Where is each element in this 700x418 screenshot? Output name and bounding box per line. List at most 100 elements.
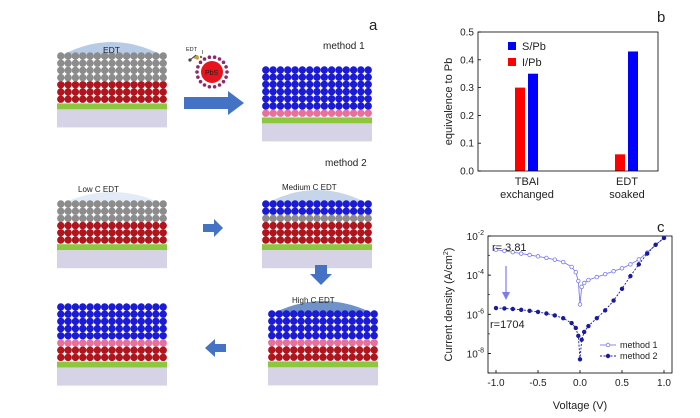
series-point-2 bbox=[569, 320, 574, 326]
pbs-quantum-dot: PbS bbox=[195, 55, 229, 89]
series-point-1 bbox=[619, 266, 625, 271]
series-point-2 bbox=[544, 311, 549, 316]
x-tick-label: 0.0 bbox=[573, 378, 587, 389]
substrate-green-layer bbox=[262, 244, 372, 251]
x-tick-label: -1.0 bbox=[487, 378, 505, 389]
series-point-2 bbox=[527, 308, 532, 313]
y-tick-label: 10-6 bbox=[467, 308, 484, 321]
series-point-2 bbox=[573, 325, 578, 331]
bar-s-pb bbox=[628, 51, 638, 171]
series-point-2 bbox=[519, 307, 524, 312]
substrate-green-layer bbox=[57, 103, 167, 110]
legend-label: method 2 bbox=[620, 351, 658, 361]
panel-label-a: a bbox=[369, 17, 378, 34]
substrate-glass bbox=[268, 367, 378, 386]
series-point-1 bbox=[502, 248, 507, 254]
substrate-green-layer bbox=[57, 244, 167, 251]
x-tick-label: 0.5 bbox=[615, 378, 629, 389]
y-tick-label: 0.5 bbox=[460, 28, 474, 39]
arrow-right-method1 bbox=[184, 91, 244, 115]
legend-label: S/Pb bbox=[522, 41, 546, 53]
method2-title: method 2 bbox=[325, 158, 367, 169]
series-point-2 bbox=[576, 333, 581, 339]
series-point-1 bbox=[594, 274, 599, 280]
series-point-2 bbox=[586, 323, 591, 329]
series-point-2 bbox=[653, 242, 658, 248]
series-point-1 bbox=[569, 264, 574, 270]
series-point-2 bbox=[603, 308, 608, 313]
x-tick-label: 1.0 bbox=[657, 378, 671, 389]
series-point-1 bbox=[544, 255, 549, 261]
series-point-1 bbox=[579, 284, 584, 290]
film-stack-initial bbox=[57, 42, 167, 128]
series-point-2 bbox=[493, 305, 499, 311]
substrate-green-layer bbox=[268, 361, 378, 368]
panel-label-c: c bbox=[657, 219, 665, 236]
substrate-glass bbox=[57, 250, 167, 269]
bar-i-pb bbox=[515, 87, 525, 171]
bar-i-pb bbox=[615, 154, 625, 171]
substrate-green-layer bbox=[57, 361, 167, 368]
series-point-1 bbox=[535, 254, 541, 259]
series-point-2 bbox=[636, 262, 641, 267]
y-tick-label: 0.3 bbox=[460, 83, 474, 94]
series-point-2 bbox=[535, 309, 541, 315]
film-stack-medium-c bbox=[262, 190, 372, 269]
substrate-glass bbox=[262, 250, 372, 269]
panel-label-b: b bbox=[657, 9, 665, 26]
series-point-1 bbox=[519, 251, 524, 256]
substrate-glass bbox=[262, 123, 372, 142]
series-point-1 bbox=[561, 259, 566, 265]
method1-title: method 1 bbox=[323, 41, 365, 52]
annotation-arrow-head bbox=[502, 292, 510, 300]
series-point-1 bbox=[603, 271, 608, 277]
legend-marker bbox=[605, 342, 611, 348]
series-point-2 bbox=[628, 273, 633, 279]
series-point-1 bbox=[573, 270, 578, 275]
qd-label: PbS bbox=[205, 70, 219, 77]
film-stack-final bbox=[57, 303, 167, 386]
substrate-glass bbox=[57, 109, 167, 128]
legend-label: I/Pb bbox=[522, 57, 542, 69]
medium-c-label: Medium C EDT bbox=[282, 183, 337, 192]
bar-s-pb bbox=[528, 73, 538, 171]
series-point-2 bbox=[661, 235, 667, 241]
series-point-2 bbox=[579, 337, 584, 342]
series-point-1 bbox=[527, 252, 532, 258]
arrow-down-icon bbox=[310, 265, 332, 285]
high-c-label: High C EDT bbox=[292, 296, 335, 305]
substrate-green-layer bbox=[262, 117, 372, 124]
series-point-1 bbox=[582, 280, 587, 286]
film-stack-method1 bbox=[262, 66, 372, 142]
series-point-1 bbox=[586, 277, 591, 283]
series-point-1 bbox=[628, 262, 633, 267]
bar-chart-frame bbox=[477, 31, 659, 172]
series-point-1 bbox=[552, 257, 557, 262]
series-point-1 bbox=[636, 257, 641, 262]
jv-series-group bbox=[493, 235, 667, 362]
x-tick-label: EDT bbox=[616, 176, 638, 188]
x-tick-label: exchanged bbox=[500, 189, 554, 201]
y-tick-label: 10-4 bbox=[467, 269, 484, 282]
x-tick-label: -0.5 bbox=[529, 378, 547, 389]
series-point-2 bbox=[552, 313, 557, 318]
x-tick-label: TBAI bbox=[515, 176, 539, 188]
series-point-2 bbox=[582, 329, 587, 335]
bar-chart-y-label: equivalence to Pb bbox=[443, 58, 455, 145]
legend-swatch bbox=[508, 58, 516, 66]
substrate-glass bbox=[57, 367, 167, 386]
ligand-i-label: I bbox=[202, 50, 204, 56]
bar-chart-legend: S/PbI/Pb bbox=[508, 41, 546, 69]
ligand-edt-label: EDT bbox=[186, 47, 198, 53]
low-c-label: Low C EDT bbox=[78, 185, 119, 194]
series-point-1 bbox=[493, 247, 499, 252]
y-tick-label: 10-2 bbox=[467, 230, 484, 243]
y-tick-label: 0.1 bbox=[460, 139, 474, 150]
film-stack-low-c bbox=[57, 192, 167, 269]
diagram-panel-a: method 1 method 2 EDT PbS EDT I Low C ED… bbox=[57, 41, 378, 386]
